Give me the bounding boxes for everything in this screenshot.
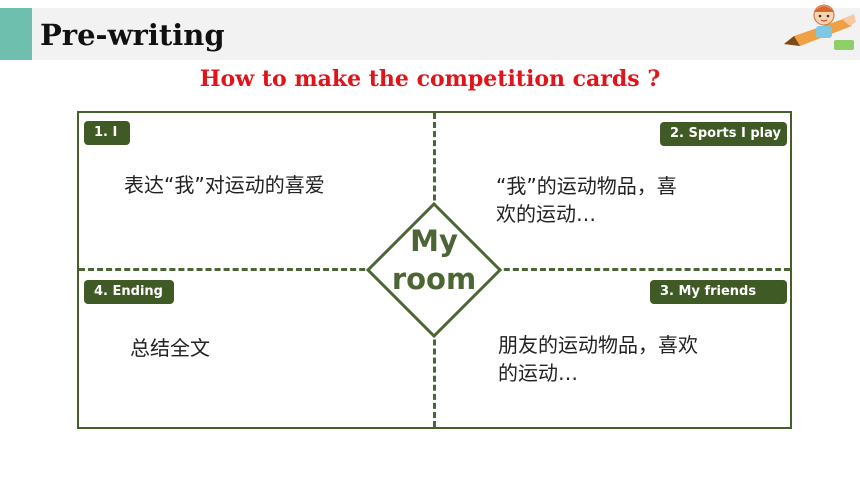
- center-label-line1: My: [410, 224, 458, 258]
- quadrant-tag-sports: 2. Sports I play: [660, 122, 787, 146]
- diagram-subtitle: How to make the competition cards ?: [199, 66, 661, 92]
- quadrant-tag-friends: 3. My friends: [650, 280, 787, 304]
- header-accent: [0, 8, 32, 60]
- quadrant-text-sports-line2: 欢的运动…: [496, 202, 596, 226]
- quadrant-text-friends-line2: 的运动…: [498, 361, 578, 385]
- page-title: Pre-writing: [40, 18, 225, 52]
- pencil-kid-icon: [784, 4, 856, 50]
- center-diamond: [366, 202, 502, 338]
- quadrant-tag-ending: 4. Ending: [84, 280, 174, 304]
- quadrant-tag-i: 1. I: [84, 121, 130, 145]
- quadrant-text-i: 表达“我”对运动的喜爱: [124, 173, 325, 197]
- center-label: My room: [366, 222, 502, 298]
- quadrant-text-friends: 朋友的运动物品，喜欢 的运动…: [498, 331, 698, 387]
- header-bar: Pre-writing: [0, 8, 860, 60]
- center-label-line2: room: [391, 262, 477, 296]
- diagram-board: [77, 111, 792, 429]
- quadrant-text-sports: “我”的运动物品，喜 欢的运动…: [496, 172, 677, 228]
- quadrant-text-ending: 总结全文: [130, 336, 210, 360]
- quadrant-text-friends-line1: 朋友的运动物品，喜欢: [498, 333, 698, 357]
- quadrant-text-sports-line1: “我”的运动物品，喜: [496, 174, 677, 198]
